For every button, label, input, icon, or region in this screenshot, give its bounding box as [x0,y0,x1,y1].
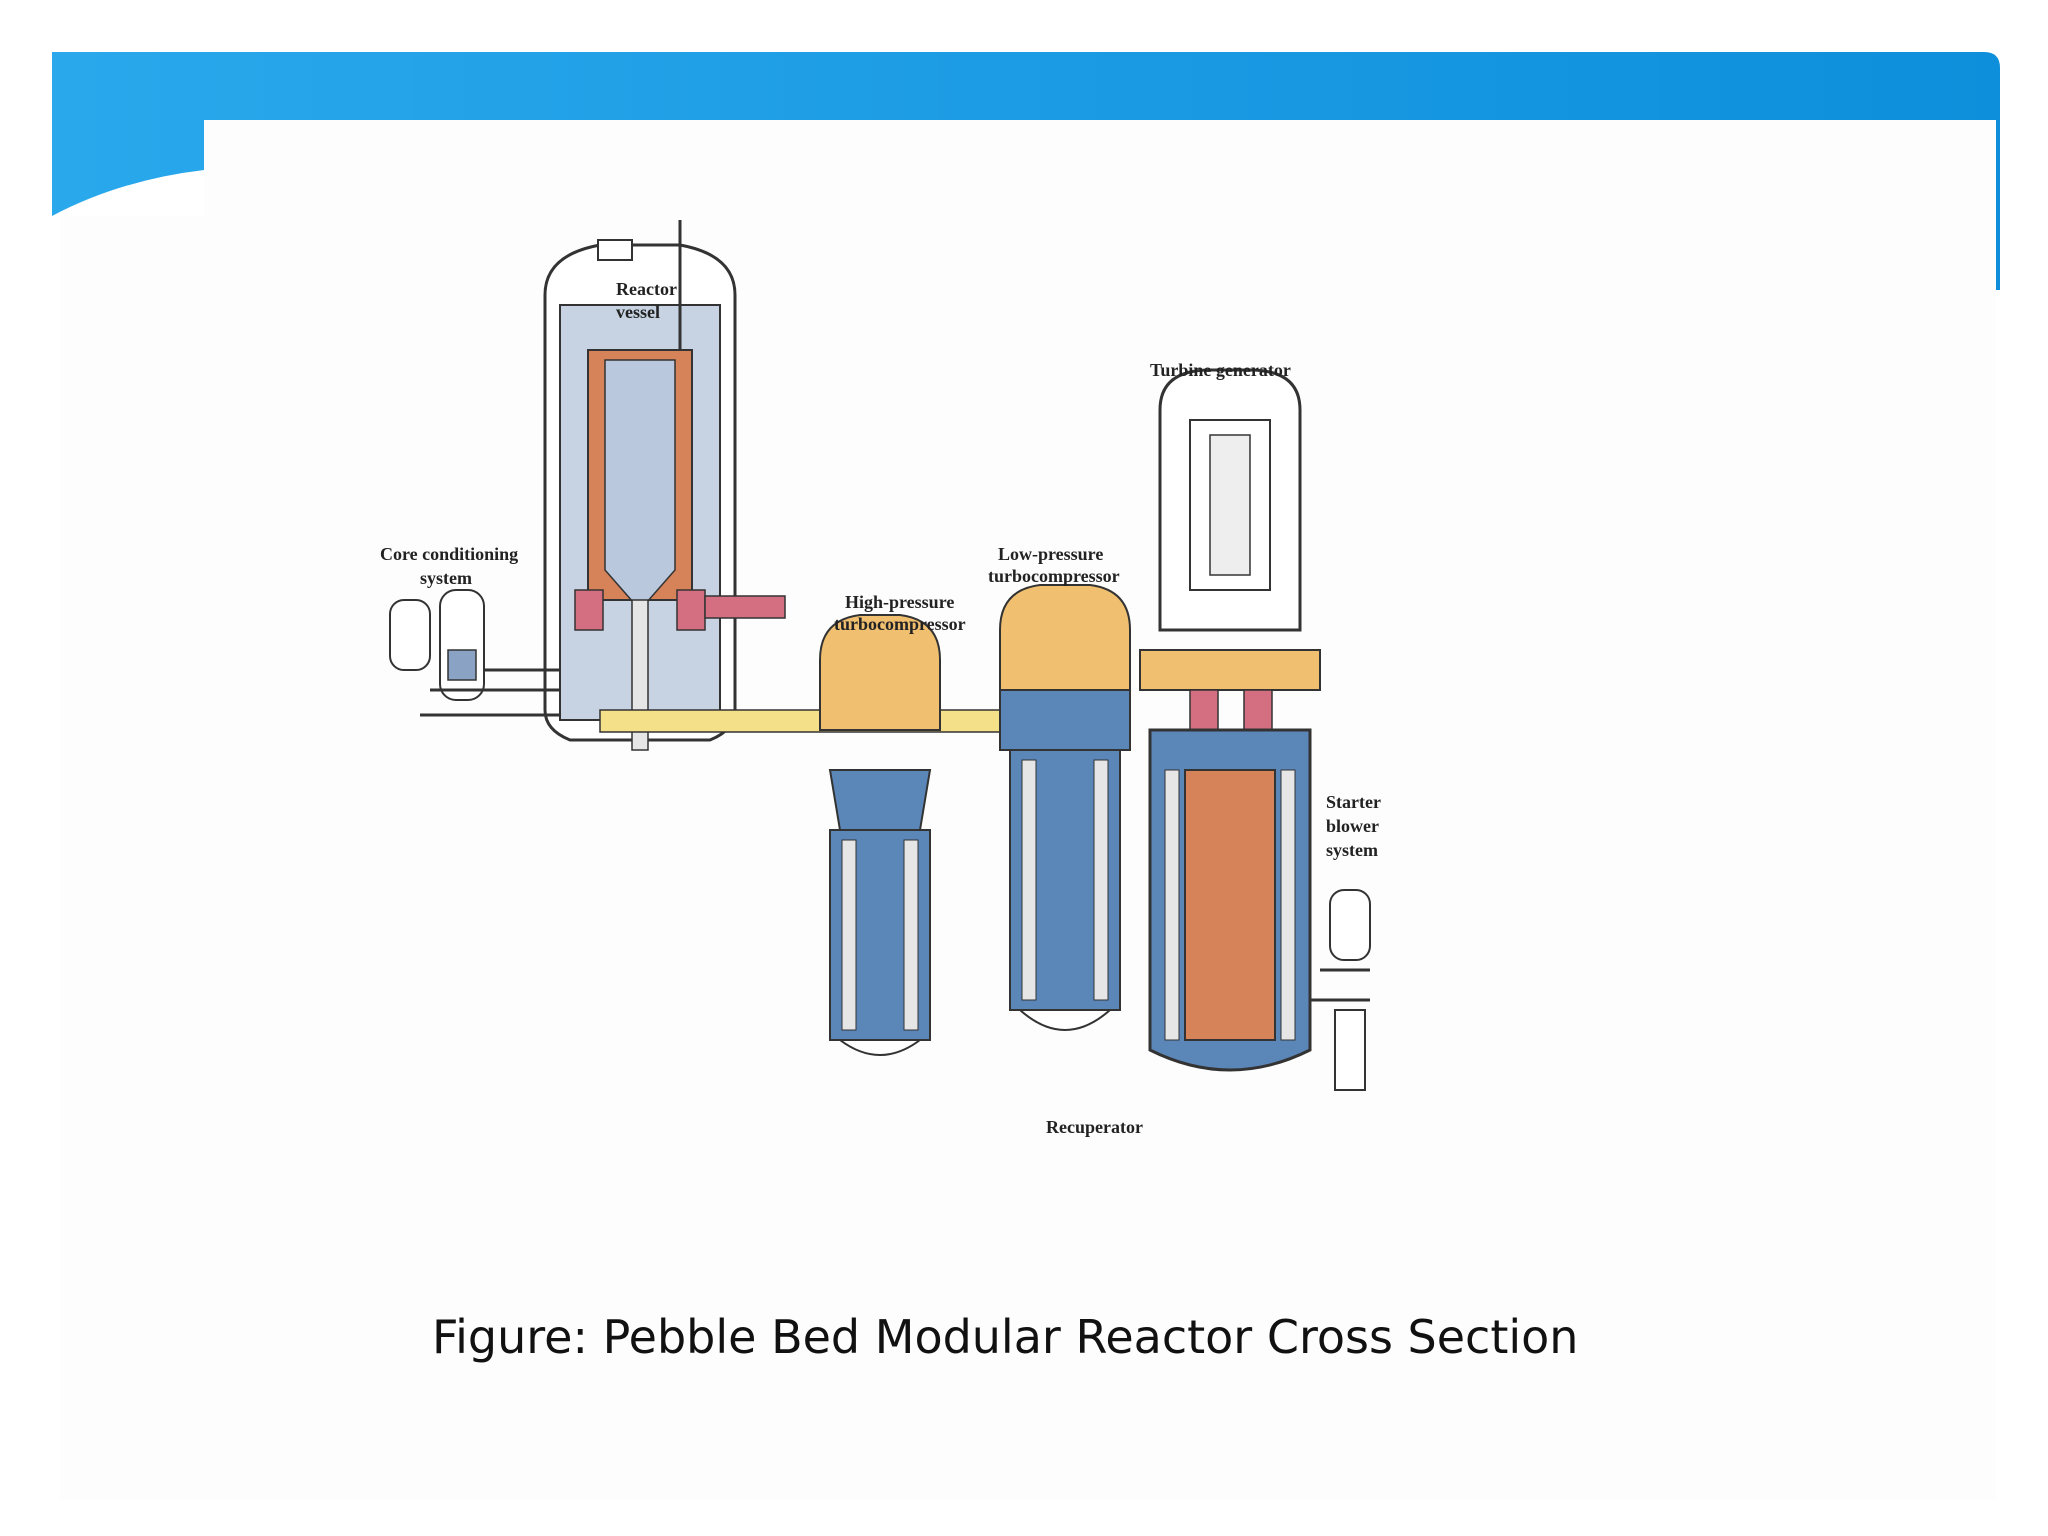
label-starter-2: blower [1326,816,1379,836]
reactor-vessel [543,220,786,751]
label-core-conditioning-2: system [420,568,472,588]
turbine-generator [1139,368,1321,735]
label-hp-1: High-pressure [845,592,954,612]
content-panel-left [60,216,210,1500]
starter-blower-system [1310,889,1371,1091]
header-band [52,52,2000,290]
recuperator [1148,728,1312,1072]
high-pressure-turbocompressor [819,614,941,1056]
label-lp-1: Low-pressure [998,544,1103,564]
label-core-conditioning-1: Core conditioning [380,544,518,564]
label-starter-1: Starter [1326,792,1381,812]
label-hp-2: turbocompressor [834,614,966,634]
label-starter-3: system [1326,840,1378,860]
pbmr-cross-section-diagram: Reactor vessel Core conditioning system … [380,220,1381,1137]
low-pressure-turbocompressor [999,584,1131,1031]
core-conditioning-system [389,589,560,717]
label-recuperator: Recuperator [1046,1117,1143,1137]
label-reactor-vessel-2: vessel [616,302,660,322]
figure-caption: Figure: Pebble Bed Modular Reactor Cross… [432,1310,1579,1364]
label-lp-2: turbocompressor [988,566,1120,586]
label-reactor-vessel-1: Reactor [616,279,677,299]
label-turbine-generator: Turbine generator [1150,360,1291,380]
